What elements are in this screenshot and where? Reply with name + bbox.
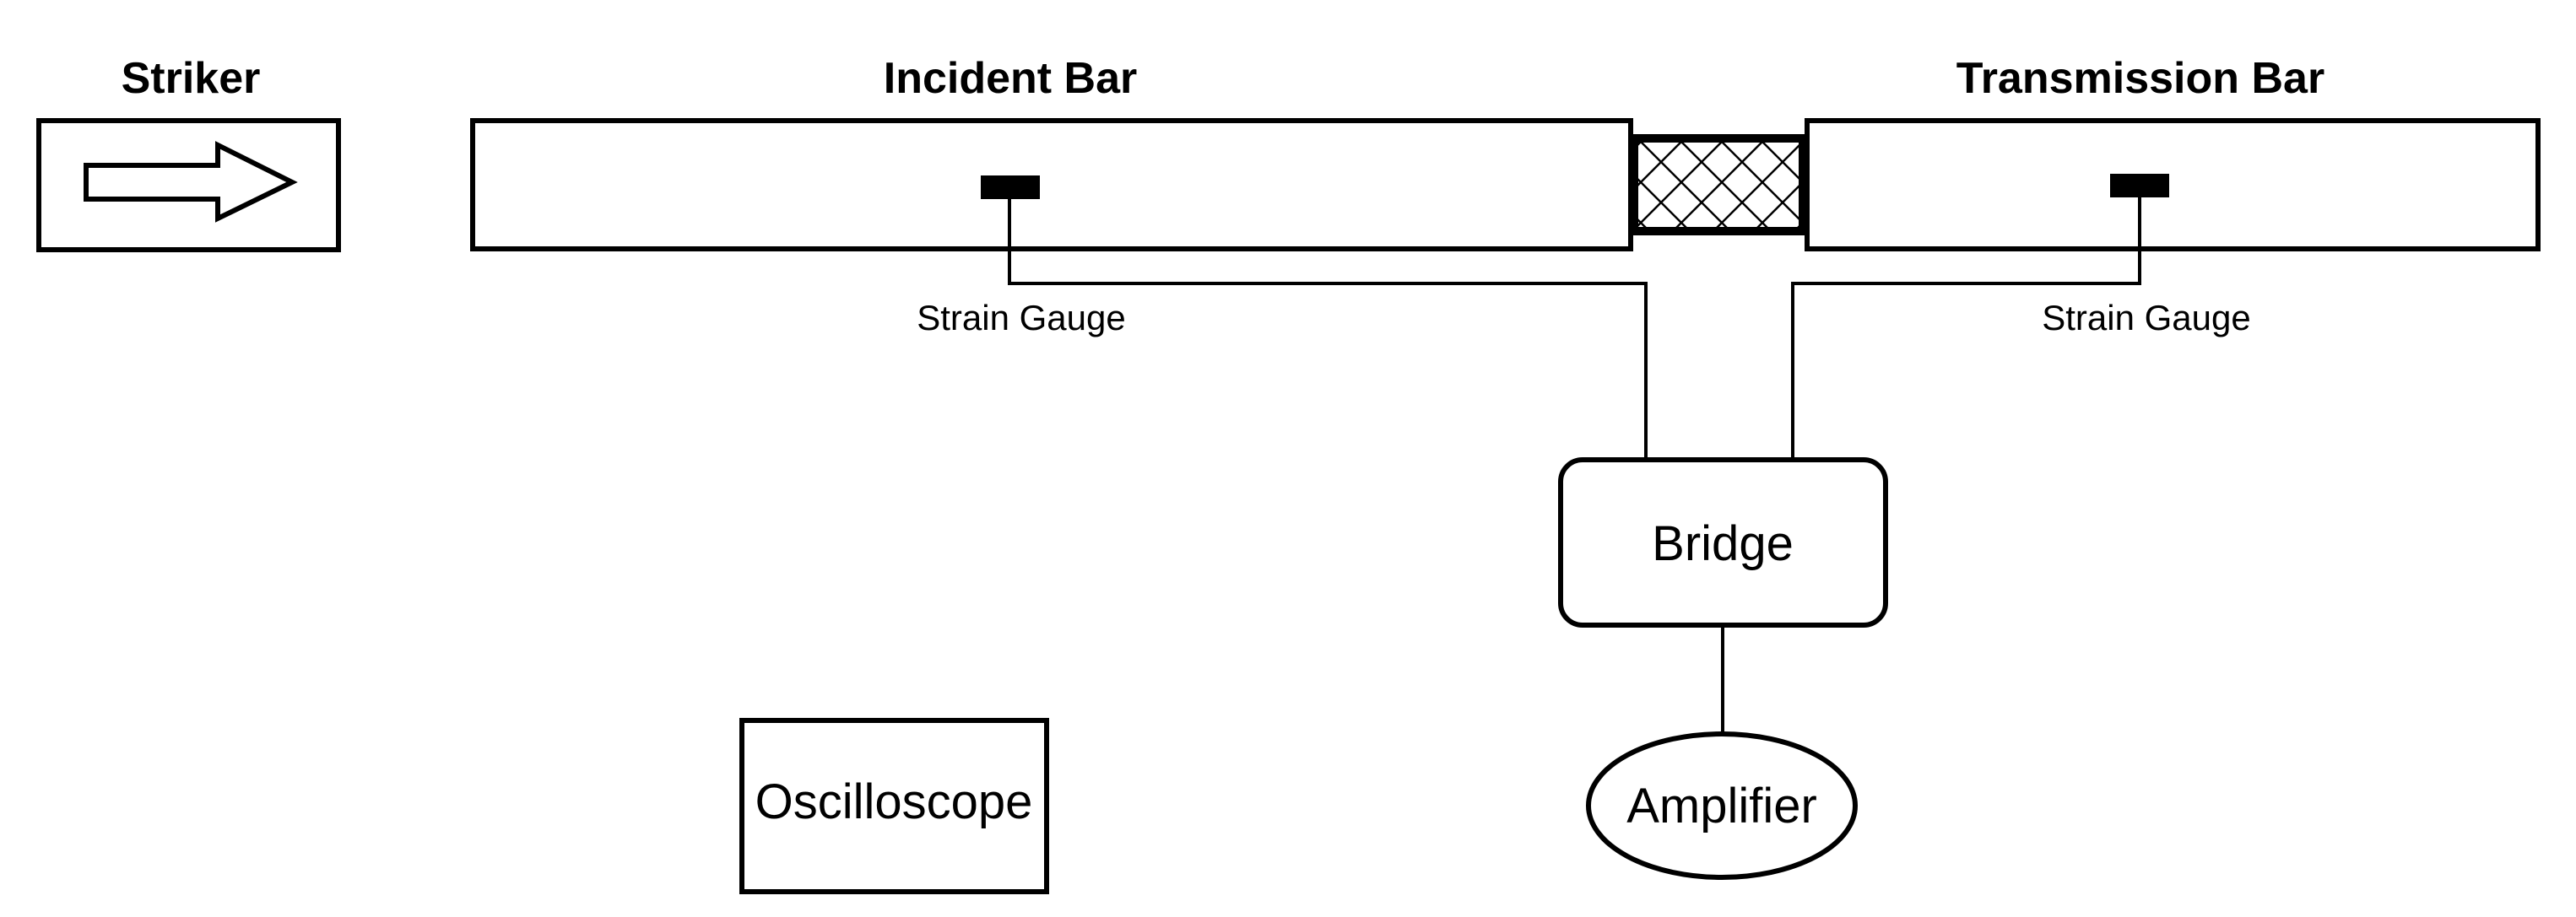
transmission-strain-gauge	[2110, 174, 2169, 197]
incident-strain-gauge	[981, 175, 1040, 199]
oscilloscope-label: Oscilloscope	[755, 774, 1033, 829]
amplifier-label: Amplifier	[1626, 779, 1817, 833]
bridge-box	[1558, 457, 1888, 628]
striker-arrow-icon	[84, 141, 298, 223]
transmission-gauge-wire	[1791, 197, 2141, 460]
incident-strain-gauge-label: Strain Gauge	[917, 298, 1126, 337]
incident-gauge-wire	[1008, 199, 1648, 460]
amplifier-ellipse	[1586, 731, 1858, 880]
incident-bar	[470, 118, 1633, 251]
striker-label: Striker	[122, 54, 261, 103]
bridge-label: Bridge	[1652, 516, 1794, 571]
specimen	[1630, 134, 1807, 235]
oscilloscope-box	[739, 718, 1049, 894]
transmission-bar	[1805, 118, 2541, 251]
transmission-strain-gauge-label: Strain Gauge	[2042, 298, 2251, 337]
transmission-bar-label: Transmission Bar	[1956, 54, 2324, 103]
incident-bar-label: Incident Bar	[884, 54, 1138, 103]
